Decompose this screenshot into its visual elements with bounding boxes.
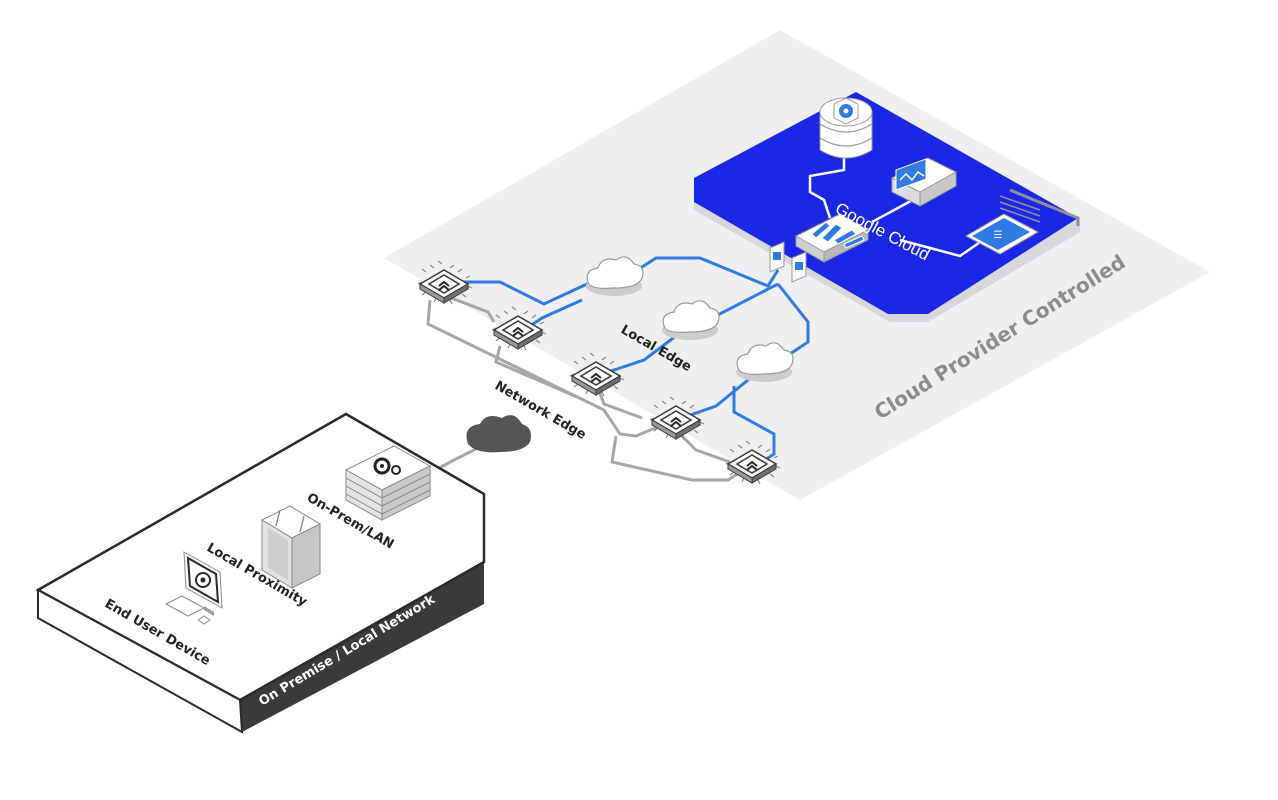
monitoring-icon [890,157,958,207]
bigquery-icon: ☰ [964,213,1040,255]
end-user-device-icon [164,551,223,625]
load-balancer-icon [794,213,870,263]
network-cloud-icon [466,415,531,453]
server-gears-icon [344,445,432,521]
svg-text:☰: ☰ [994,230,1003,241]
gateway-icon [769,241,807,283]
google-cloud-platform [694,92,1080,322]
kubernetes-icon [819,97,873,159]
gateway-device-icon [260,505,322,589]
